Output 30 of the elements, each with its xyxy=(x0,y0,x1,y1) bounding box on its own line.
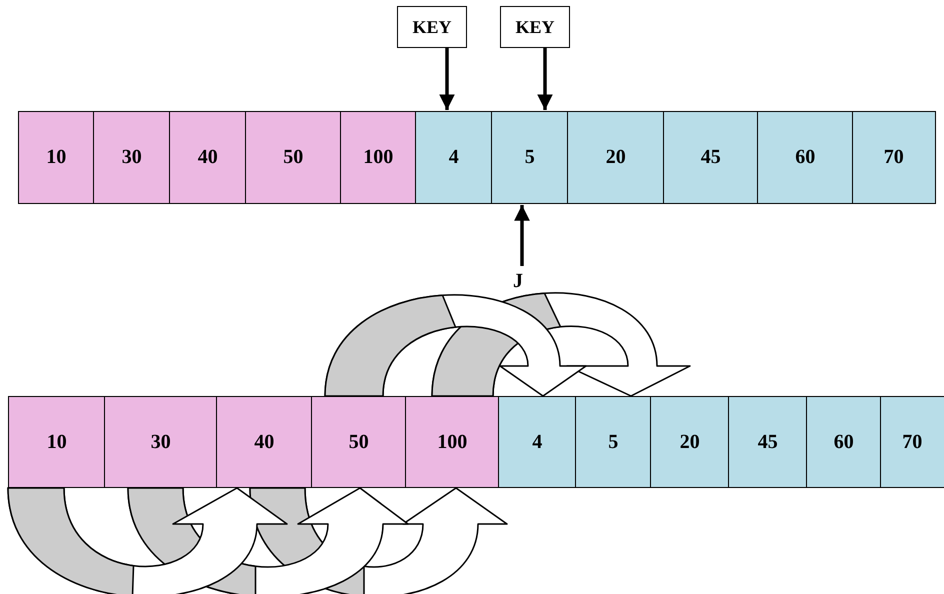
arrow xyxy=(514,205,530,266)
array-cell: 60 xyxy=(806,396,882,488)
curved-block-arrow xyxy=(324,294,587,397)
key-box: KEY xyxy=(397,6,467,48)
array-cell: 10 xyxy=(18,111,94,204)
array-cell: 5 xyxy=(575,396,652,488)
arrow xyxy=(537,48,553,110)
key-box: KEY xyxy=(500,6,570,48)
array-cell: 4 xyxy=(498,396,576,488)
array-cell: 70 xyxy=(852,111,936,204)
array-cell: 100 xyxy=(405,396,500,488)
array-cell: 20 xyxy=(650,396,730,488)
arrow xyxy=(439,48,455,110)
array-cell: 45 xyxy=(728,396,808,488)
array-cell: 4 xyxy=(415,111,492,204)
array-cell: 20 xyxy=(567,111,664,204)
array-cell: 100 xyxy=(340,111,416,204)
curved-block-arrow xyxy=(7,487,288,594)
array-cell: 5 xyxy=(491,111,568,204)
pointer-label: J xyxy=(505,266,531,296)
array-cell: 45 xyxy=(663,111,758,204)
array-cell: 30 xyxy=(104,396,218,488)
array-cell: 50 xyxy=(311,396,406,488)
array-cell: 10 xyxy=(8,396,106,488)
array-cell: 30 xyxy=(93,111,170,204)
array-cell: 70 xyxy=(880,396,944,488)
array-cell: 60 xyxy=(757,111,854,204)
array-cell: 50 xyxy=(245,111,342,204)
array-cell: 40 xyxy=(169,111,246,204)
array-cell: 40 xyxy=(216,396,312,488)
